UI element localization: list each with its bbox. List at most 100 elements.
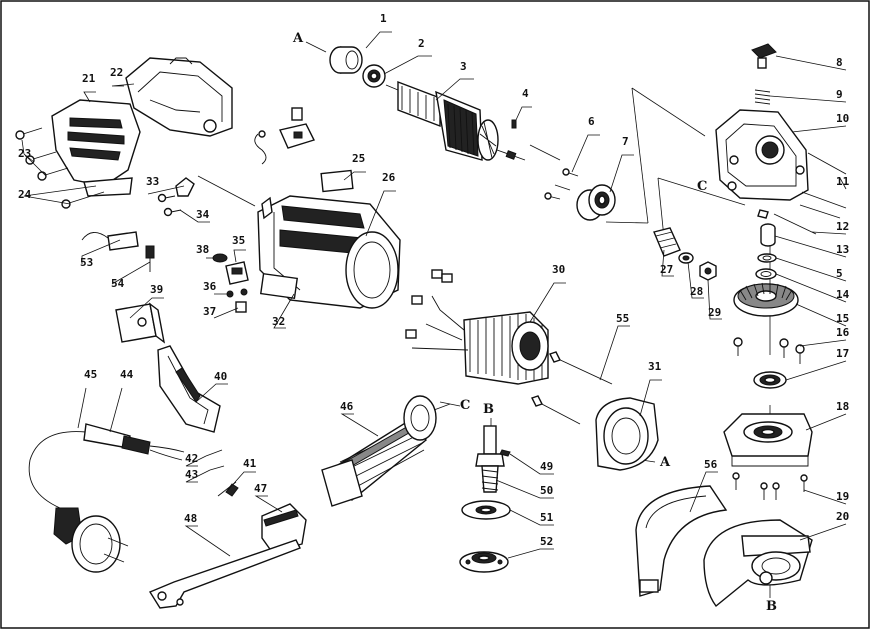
callout-41: 41 <box>243 457 257 470</box>
screw-12 <box>757 209 817 235</box>
callout-37: 37 <box>203 305 216 318</box>
callout-30: 30 <box>552 263 565 276</box>
block-37 <box>235 301 247 313</box>
flange-31 <box>595 397 659 471</box>
callout-27: 27 <box>660 263 673 276</box>
callout-31: 31 <box>648 360 662 373</box>
callout-9: 9 <box>836 88 843 101</box>
guard-56 <box>635 485 728 597</box>
reference-letter-c: C <box>460 398 470 413</box>
screw-24 <box>61 191 105 209</box>
screw-55 <box>549 351 613 385</box>
callout-43: 43 <box>185 468 198 481</box>
screws-36 <box>226 288 248 298</box>
callout-38: 38 <box>196 243 209 256</box>
callout-17: 17 <box>836 347 849 360</box>
spindle-50 <box>475 425 505 493</box>
field-coil-30 <box>405 269 549 385</box>
callout-22: 22 <box>110 66 123 79</box>
screws-34 <box>157 193 182 217</box>
bearing-7 <box>576 184 616 221</box>
callout-29: 29 <box>708 306 721 319</box>
callout-14: 14 <box>836 288 850 301</box>
callout-26: 26 <box>382 171 396 184</box>
callout-12: 12 <box>836 220 849 233</box>
callout-1: 1 <box>380 12 387 25</box>
washer-5 <box>757 253 777 263</box>
reference-letter-b: B <box>766 599 777 614</box>
washer-28 <box>678 252 694 264</box>
ring-14 <box>755 268 777 280</box>
clip-33 <box>175 177 195 197</box>
callout-46: 46 <box>340 400 354 413</box>
callout-53: 53 <box>80 256 93 269</box>
callout-6: 6 <box>588 115 595 128</box>
brush-holder-top <box>254 107 315 165</box>
callout-52: 52 <box>540 535 553 548</box>
callout-28: 28 <box>690 285 703 298</box>
spindle-lock-button-8 <box>751 43 777 69</box>
callout-11: 11 <box>836 175 850 188</box>
callout-3: 3 <box>460 60 467 73</box>
callout-10: 10 <box>836 112 849 125</box>
callout-33: 33 <box>146 175 159 188</box>
callout-18: 18 <box>836 400 849 413</box>
switch-lever-40 <box>157 345 221 433</box>
callout-23: 23 <box>18 147 31 160</box>
callout-5: 5 <box>836 267 843 280</box>
bearing-sleeve-1 <box>329 46 363 74</box>
screw-6b <box>544 192 561 200</box>
pinion-27 <box>653 227 681 257</box>
nut-29 <box>699 261 717 281</box>
reference-letter-a: A <box>659 455 671 470</box>
callout-45: 45 <box>84 368 97 381</box>
reference-letter-b: B <box>483 402 494 417</box>
reference-letter-a: A <box>292 31 304 46</box>
callout-7: 7 <box>622 135 629 148</box>
switch-35 <box>225 261 249 285</box>
label-25 <box>320 169 354 193</box>
callout-24: 24 <box>18 188 32 201</box>
callout-4: 4 <box>522 87 529 100</box>
label-32 <box>259 272 299 300</box>
callout-44: 44 <box>120 368 134 381</box>
nut-52 <box>459 551 509 573</box>
callout-55: 55 <box>616 312 629 325</box>
spring-9 <box>754 89 771 105</box>
sleeve-13 <box>760 223 776 247</box>
callout-51: 51 <box>540 511 554 524</box>
screw-6 <box>562 168 579 177</box>
callout-20: 20 <box>836 510 849 523</box>
wrench-48 <box>148 539 301 609</box>
callout-34: 34 <box>196 208 210 221</box>
switch-box-39 <box>115 302 166 344</box>
callout-50: 50 <box>540 484 553 497</box>
callout-49: 49 <box>540 460 553 473</box>
guard-20 <box>703 519 813 608</box>
bearing-cover-18 <box>723 413 813 467</box>
spring-38 <box>212 253 228 263</box>
reference-letter-c: C <box>697 179 707 194</box>
screws-19 <box>732 472 808 500</box>
callout-48: 48 <box>184 512 197 525</box>
bearing-2 <box>362 64 386 88</box>
connector-54 <box>145 245 155 272</box>
callout-13: 13 <box>836 243 849 256</box>
screws-11 <box>799 152 847 219</box>
callout-40: 40 <box>214 370 227 383</box>
cord-sleeve-44 <box>83 423 185 461</box>
capacitor-41 <box>217 481 239 497</box>
leader-lines <box>21 31 847 559</box>
callout-2: 2 <box>418 37 425 50</box>
callout-8: 8 <box>836 56 843 69</box>
screws-16 <box>733 337 805 364</box>
callout-56: 56 <box>704 458 718 471</box>
rear-housing-21 <box>51 99 141 197</box>
gear-housing-10 <box>715 109 809 201</box>
flange-51 <box>461 500 511 520</box>
rear-housing-22 <box>125 57 233 137</box>
